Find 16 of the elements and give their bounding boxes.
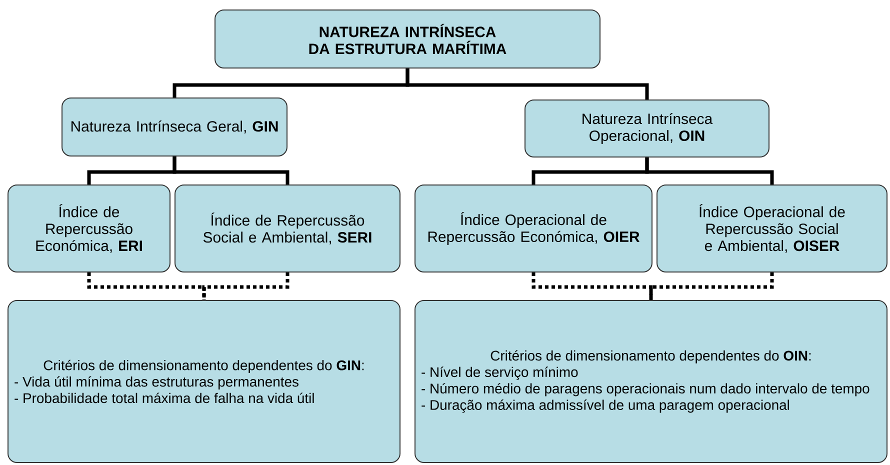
index-box: Índice Operacional de Repercussão Social e Ambiental, OISER (656, 184, 888, 272)
dotted-connector (532, 272, 653, 300)
title-box: NATUREZA INTRÍNSECA DA ESTRUTURA MARÍTIMA (214, 10, 600, 68)
index-box: Índice de Repercussão Económica, ERI (8, 184, 170, 272)
index-box: Índice de Repercussão Social e Ambiental, SERI (174, 184, 400, 272)
dotted-connector (87, 272, 206, 300)
index-box: Índice Operacional de Repercussão Económica, OIER (414, 184, 652, 272)
connector-line (645, 158, 774, 184)
index-box: Natureza Intrínseca Geral, GIN (62, 98, 288, 156)
dotted-connector (649, 272, 774, 300)
criteria-box: Critérios de dimensionamento dependentes do GIN: - Vida útil mínima das estruturas permanentes - Probabilidade total máxima de falha na vida útil (8, 300, 400, 463)
connector-line (406, 68, 649, 100)
dotted-connector (202, 272, 290, 300)
index-box: Natureza Intrínseca Operacional, OIN (524, 100, 770, 158)
criteria-box: Critérios de dimensionamento dependentes do OIN: - Nível de serviço mínimo - Número médio de paragens operacionais num dado intervalo de tempo - Duração máxima admissível de uma paragem operacional (414, 300, 888, 463)
connector-line (172, 156, 290, 184)
